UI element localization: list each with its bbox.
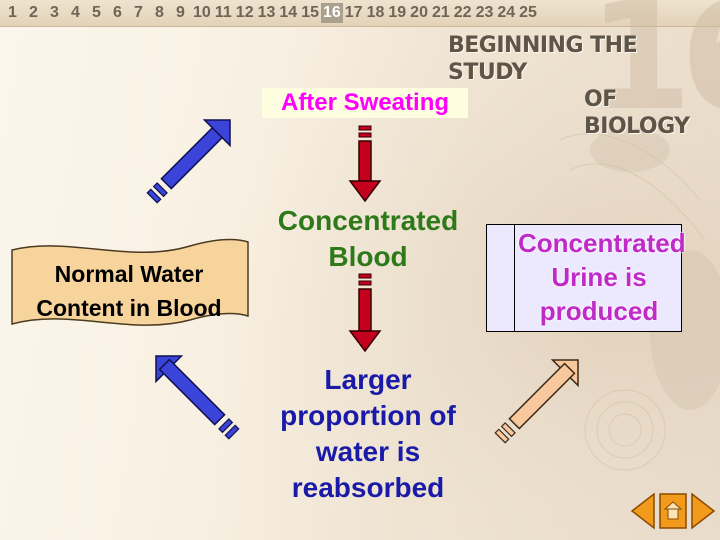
chapter-link[interactable]: 21 <box>431 4 450 21</box>
chapter-link[interactable]: 9 <box>176 4 185 21</box>
page-title-line1: BEGINNING THE STUDY <box>448 33 638 85</box>
chapter-link[interactable]: 20 <box>410 4 428 21</box>
chapter-link[interactable]: 11 <box>214 4 232 21</box>
chapter-link[interactable]: 4 <box>71 4 80 21</box>
chapter-link[interactable]: 8 <box>155 4 164 21</box>
chapter-link[interactable]: 17 <box>344 4 363 21</box>
chapter-link[interactable]: 2 <box>29 4 38 21</box>
chapter-link[interactable]: 18 <box>366 4 385 21</box>
chapter-link[interactable]: 13 <box>257 4 276 21</box>
chapter-link[interactable]: 22 <box>453 4 472 21</box>
blue-arrow-up <box>146 119 231 204</box>
page-title-line2: OF BIOLOGY <box>584 87 690 139</box>
chapter-link[interactable]: 3 <box>50 4 59 21</box>
chapter-link[interactable]: 1 <box>8 4 17 21</box>
larger-proportion-label: Larger proportion of water is reabsorbed <box>280 364 456 503</box>
urine-produced-label: Concentrated Urine is produced <box>518 228 686 326</box>
concentrated-blood-label: Concentrated Blood <box>277 205 459 272</box>
red-arrow-down-2 <box>348 273 382 353</box>
chapter-number-watermark: 16 <box>588 0 720 144</box>
chapter-link[interactable]: 24 <box>497 4 516 21</box>
home-icon[interactable] <box>658 492 688 530</box>
arrow-left-icon[interactable] <box>630 492 656 530</box>
chapter-link[interactable]: 15 <box>301 4 319 21</box>
arrow-right-icon[interactable] <box>690 492 716 530</box>
red-arrow-down-1 <box>348 125 382 203</box>
after-sweating-label: After Sweating <box>262 88 468 118</box>
chapter-link[interactable]: 6 <box>113 4 122 21</box>
chapter-link[interactable]: 16 <box>320 3 343 23</box>
chapter-link[interactable]: 10 <box>193 4 211 21</box>
blue-arrow-return <box>155 355 240 440</box>
chapter-link[interactable]: 25 <box>519 4 537 21</box>
chapter-link[interactable]: 5 <box>92 4 101 21</box>
normal-water-banner <box>11 238 249 326</box>
urine-box-divider <box>514 225 515 331</box>
chapter-link[interactable]: 7 <box>134 4 143 21</box>
slide-controls <box>628 488 720 534</box>
chapter-link[interactable]: 14 <box>279 4 298 21</box>
chapter-link[interactable]: 19 <box>388 4 407 21</box>
peach-arrow-to-urine <box>494 359 579 444</box>
urine-box <box>486 224 682 332</box>
page-title: BEGINNING THE STUDY OF BIOLOGY <box>448 32 698 140</box>
chapter-link[interactable]: 12 <box>235 4 254 21</box>
chapter-link[interactable]: 23 <box>475 4 494 21</box>
normal-water-label: Normal Water Content in Blood <box>36 261 222 321</box>
